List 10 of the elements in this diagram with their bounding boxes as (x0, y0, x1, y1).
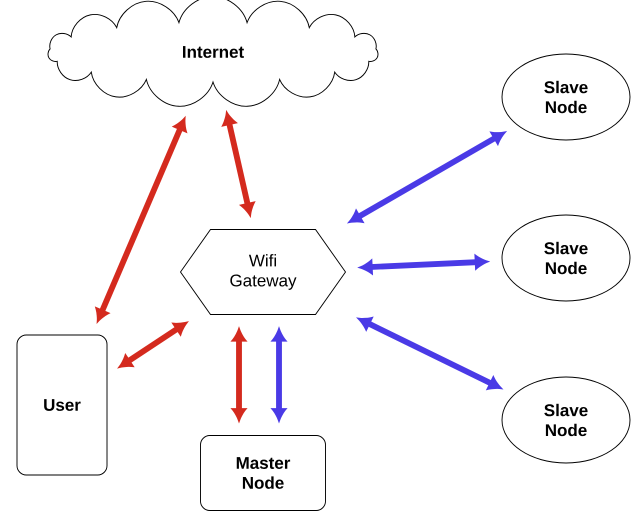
double-arrow (349, 132, 505, 223)
double-arrow (272, 329, 286, 421)
rounded-box: Master Node (200, 435, 326, 511)
double-arrow (232, 329, 246, 421)
double-arrow (222, 112, 254, 216)
double-arrow (96, 118, 187, 322)
double-arrow (358, 317, 501, 390)
rounded-box: User (16, 334, 108, 476)
double-arrow (360, 255, 488, 274)
double-arrow (119, 322, 187, 368)
